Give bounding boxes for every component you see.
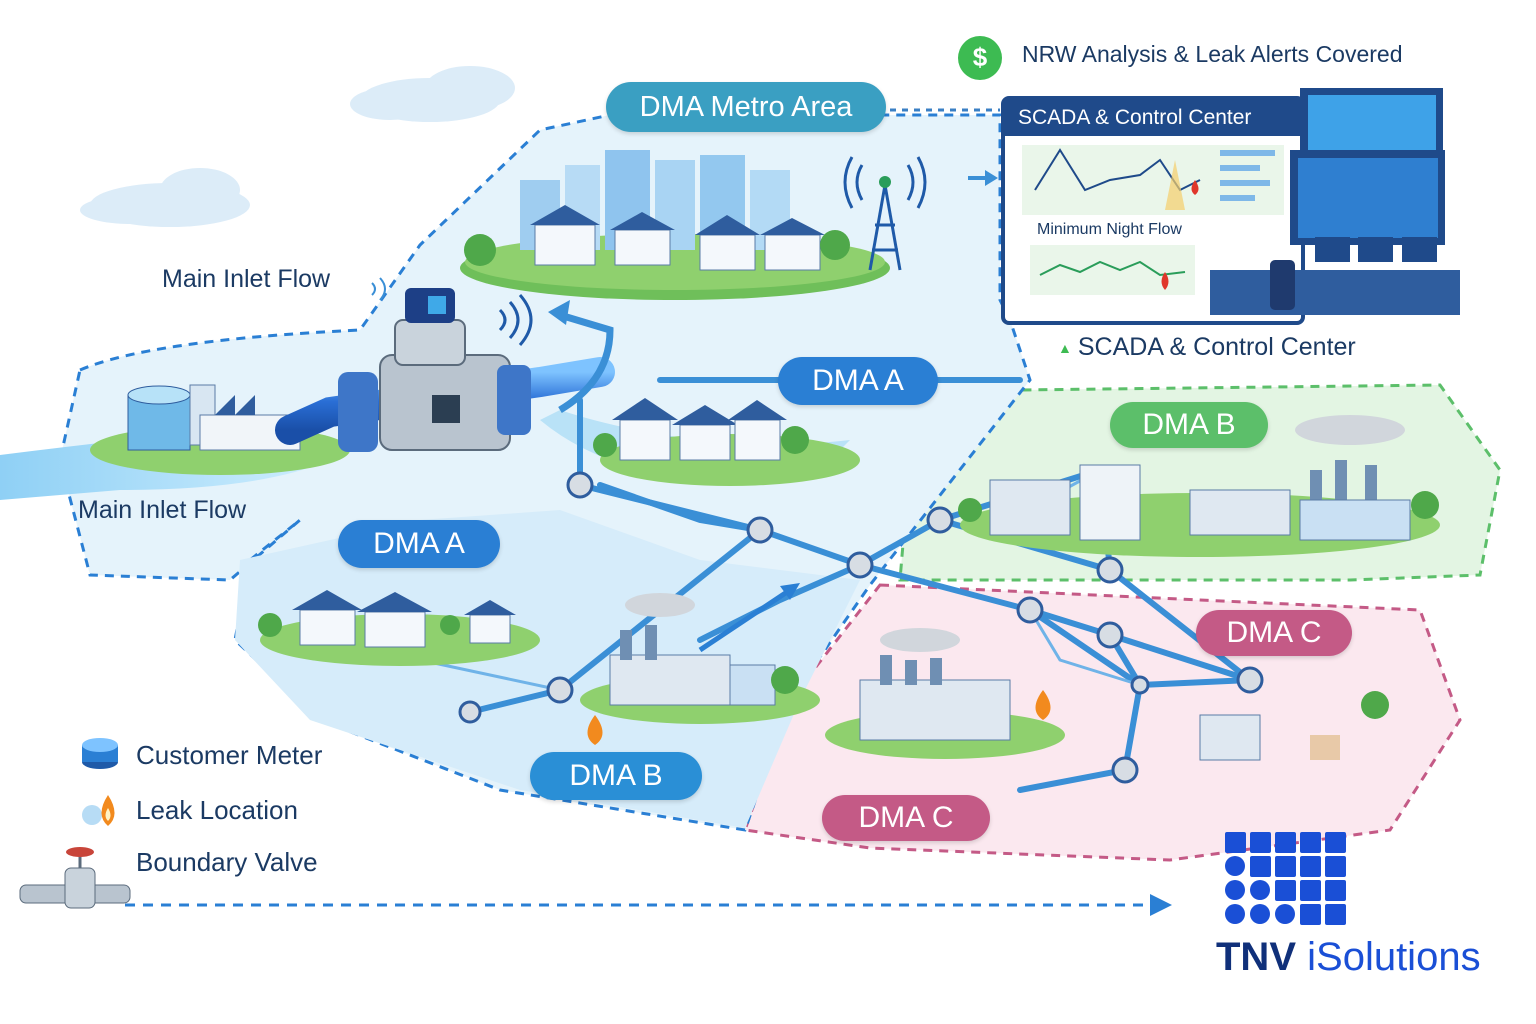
signal-waves-small-icon xyxy=(371,277,386,301)
dollar-icon xyxy=(958,36,1002,80)
dma-c-industrial-illustration xyxy=(825,628,1389,761)
leak-marker-icon xyxy=(587,690,1051,745)
dma-a-lower-village-illustration xyxy=(258,590,540,666)
zone-label-dma-c-lower: DMA C xyxy=(822,795,990,841)
nrw-header: NRW Analysis & Leak Alerts Covered xyxy=(1022,41,1403,67)
legend-label: Customer Meter xyxy=(136,740,323,770)
leak-location-icon xyxy=(82,795,115,826)
legend-item-leak-location: Leak Location xyxy=(136,795,298,826)
night-flow-line xyxy=(1039,260,1186,277)
zone-label-dma-c-upper: DMA C xyxy=(1196,610,1352,656)
arrow-head xyxy=(1150,894,1172,916)
zone-label-dma-a-lower: DMA A xyxy=(338,520,500,568)
flow-meter-icon xyxy=(338,288,531,452)
brand-name-bold: TNV xyxy=(1216,935,1296,979)
radio-tower-icon xyxy=(843,156,927,271)
minimum-night-flow-label: Minimum Night Flow xyxy=(1037,221,1182,238)
dollar-symbol: $ xyxy=(972,42,988,72)
zone-label-dma-a-upper: DMA A xyxy=(778,357,938,405)
signal-waves-icon xyxy=(498,294,533,346)
brand-wordmark: TNV iSolutions xyxy=(1216,935,1481,980)
main-inlet-flow-label-top: Main Inlet Flow xyxy=(162,265,331,293)
legend-item-customer-meter: Customer Meter xyxy=(136,740,322,771)
metro-city-illustration xyxy=(460,150,890,300)
flow-arrow-inner xyxy=(698,587,792,653)
control-room-illustration xyxy=(1210,88,1460,315)
dma-a-village-illustration xyxy=(593,398,860,486)
zone-label-dma-b-east: DMA B xyxy=(1110,402,1268,448)
scada-caption-text: SCADA & Control Center xyxy=(1077,333,1356,361)
scada-panel-title: SCADA & Control Center xyxy=(1018,106,1252,129)
zone-label-dma-b-west: DMA B xyxy=(530,752,702,800)
dma-a-lower-zone xyxy=(235,510,860,828)
triangle-icon: ▲ xyxy=(1058,339,1072,356)
brand-logo-icon xyxy=(1225,832,1346,925)
arrow-head xyxy=(985,170,998,186)
legend-label: Leak Location xyxy=(136,795,298,825)
dma-b-east-industrial-illustration xyxy=(958,415,1440,557)
cloud-icon xyxy=(80,66,515,227)
legend-item-boundary-valve: Boundary Valve xyxy=(136,847,318,878)
arrow-head xyxy=(780,583,800,600)
arrow-head xyxy=(548,300,570,325)
scada-panel xyxy=(1001,96,1305,325)
dma-b-factory-illustration xyxy=(580,593,820,724)
main-inlet-flow-label-bottom: Main Inlet Flow xyxy=(78,496,247,524)
scada-caption: ▲ SCADA & Control Center xyxy=(1058,333,1356,362)
customer-meter-icon xyxy=(82,738,118,769)
legend-label: Boundary Valve xyxy=(136,847,318,877)
flow-arrow-up xyxy=(558,311,614,414)
boundary-valve-icon xyxy=(19,847,131,909)
zone-label-metro: DMA Metro Area xyxy=(606,82,886,132)
brand-name-light: iSolutions xyxy=(1307,935,1481,979)
boundary-valves xyxy=(458,471,1264,784)
